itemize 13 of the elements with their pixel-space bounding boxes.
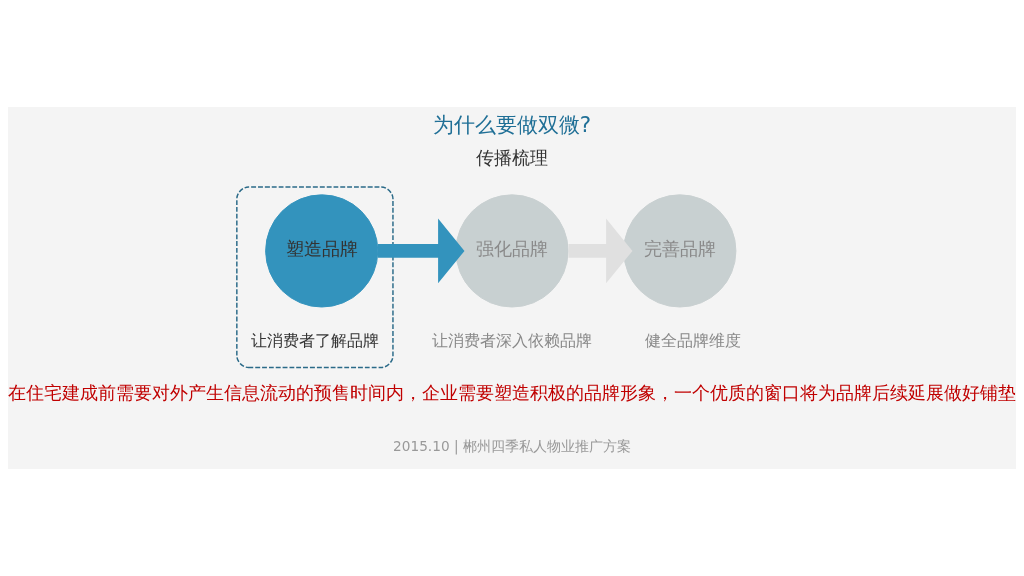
cluster (236, 186, 394, 369)
diagram-title: 为什么要做双微? (432, 111, 592, 137)
arrow (377, 218, 465, 284)
node-circle: 完善品牌 (623, 194, 737, 308)
label: 传播梳理 (476, 147, 548, 168)
node-circle: 塑造品牌 (265, 194, 379, 308)
label: 在住宅建成前需要对外产生信息流动的预售时间内，企业需要塑造积极的品牌形象，一个优质的窗口将为品牌后续延展做好铺垫 (8, 383, 1016, 404)
node-label: 健全品牌维度 (645, 331, 742, 350)
node-label: 让消费者了解品牌 (250, 331, 379, 350)
label: 2015.10 | 郴州四季私人物业推广方案 (393, 438, 631, 455)
node-circle: 强化品牌 (455, 194, 569, 308)
node-label: 让消费者深入依赖品牌 (432, 331, 592, 350)
arrow (568, 218, 633, 284)
